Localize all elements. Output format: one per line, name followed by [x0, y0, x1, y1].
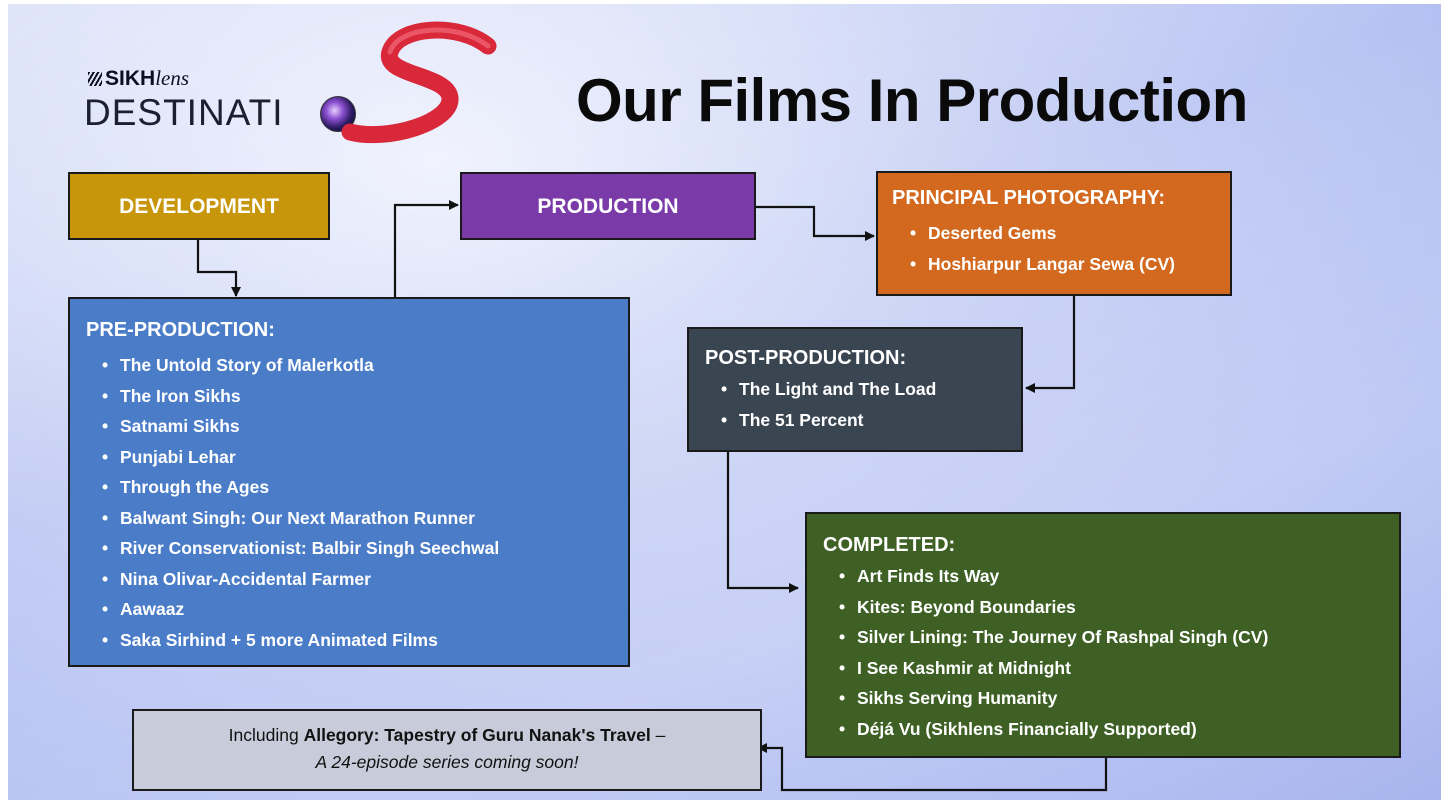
production-label: PRODUCTION [537, 195, 679, 218]
logo-destination-text: DESTINATI [84, 92, 284, 133]
arrow-production-to-principal [754, 205, 875, 241]
upcoming-series-note: Including Allegory: Tapestry of Guru Nan… [132, 709, 762, 791]
list-item: River Conservationist: Balbir Singh Seec… [102, 533, 628, 564]
list-item: Deserted Gems [910, 218, 1230, 249]
logo-brand: SIKHlens [88, 66, 189, 91]
preproduction-heading: PRE-PRODUCTION: [86, 319, 275, 341]
list-item: Saka Sirhind + 5 more Animated Films [102, 625, 628, 656]
list-item: Punjabi Lehar [102, 442, 628, 473]
arrow-completed-to-footer [757, 743, 1108, 792]
flow-arrows [196, 200, 1108, 792]
arrow-preproduction-to-production [393, 200, 459, 298]
postproduction-heading: POST-PRODUCTION: [705, 347, 907, 369]
logo-lens-text: lens [155, 66, 190, 90]
preproduction-box: PRE-PRODUCTION: The Untold Story of Male… [68, 297, 630, 667]
list-item: Déjá Vu (Sikhlens Financially Supported) [839, 714, 1399, 745]
footer-suffix: – [650, 725, 666, 745]
completed-list: Art Finds Its Way Kites: Beyond Boundari… [823, 561, 1399, 744]
list-item: Silver Lining: The Journey Of Rashpal Si… [839, 622, 1399, 653]
list-item: I See Kashmir at Midnight [839, 653, 1399, 684]
list-item: Satnami Sikhs [102, 411, 628, 442]
arrow-postproduction-to-completed [726, 452, 799, 593]
list-item: Kites: Beyond Boundaries [839, 592, 1399, 623]
logo-mark-icon [88, 72, 102, 86]
upcoming-series-line2: A 24-episode series coming soon! [315, 752, 579, 772]
list-item: Nina Olivar-Accidental Farmer [102, 564, 628, 595]
postproduction-list: The Light and The Load The 51 Percent [705, 374, 1021, 435]
list-item: The Light and The Load [721, 374, 1021, 405]
development-box: DEVELOPMENT [68, 172, 330, 240]
principal-photography-list: Deserted Gems Hoshiarpur Langar Sewa (CV… [892, 218, 1230, 279]
principal-photography-box: PRINCIPAL PHOTOGRAPHY: Deserted Gems Hos… [876, 171, 1232, 296]
development-label: DEVELOPMENT [119, 195, 279, 218]
page-title: Our Films In Production [576, 67, 1248, 134]
list-item: Balwant Singh: Our Next Marathon Runner [102, 503, 628, 534]
slide: SIKHlens DESTINATI Our Films In Producti… [8, 4, 1441, 800]
completed-heading: COMPLETED: [823, 534, 956, 556]
production-box: PRODUCTION [460, 172, 756, 240]
upcoming-series-line1: Including Allegory: Tapestry of Guru Nan… [134, 725, 760, 746]
list-item: Art Finds Its Way [839, 561, 1399, 592]
list-item: The 51 Percent [721, 405, 1021, 436]
list-item: Through the Ages [102, 472, 628, 503]
principal-photography-heading: PRINCIPAL PHOTOGRAPHY: [892, 187, 1165, 209]
logo-sikh-text: SIKH [105, 67, 156, 90]
arrow-development-to-preproduction [196, 240, 241, 297]
postproduction-box: POST-PRODUCTION: The Light and The Load … [687, 327, 1023, 452]
list-item: The Untold Story of Malerkotla [102, 350, 628, 381]
list-item: Aawaaz [102, 594, 628, 625]
list-item: The Iron Sikhs [102, 381, 628, 412]
logo-s-swoosh-icon [341, 21, 497, 144]
preproduction-list: The Untold Story of Malerkotla The Iron … [86, 350, 628, 655]
completed-box: COMPLETED: Art Finds Its Way Kites: Beyo… [805, 512, 1401, 758]
list-item: Sikhs Serving Humanity [839, 683, 1399, 714]
footer-series-title: Allegory: Tapestry of Guru Nanak's Trave… [303, 725, 651, 745]
footer-prefix: Including [228, 725, 304, 745]
list-item: Hoshiarpur Langar Sewa (CV) [910, 249, 1230, 280]
arrow-principal-to-postproduction [1025, 296, 1076, 393]
